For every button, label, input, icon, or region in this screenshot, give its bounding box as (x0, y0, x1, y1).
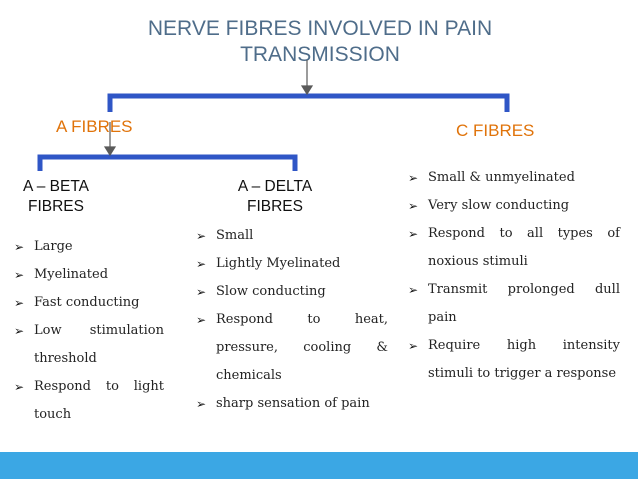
a-beta-label: A – BETA FIBRES (6, 177, 106, 217)
title-arrow-head (300, 85, 314, 96)
list-item: Low stimulation threshold (14, 317, 164, 373)
list-item: Respond to light touch (14, 373, 164, 429)
a-delta-label-line-2: FIBRES (247, 198, 303, 215)
title-line-1: NERVE FIBRES INVOLVED IN PAIN (147, 17, 493, 40)
list-item: Small & unmyelinated (408, 164, 620, 192)
list-item: Respond to all types of noxious stimuli (408, 220, 620, 276)
a-fibres-bracket (37, 154, 298, 171)
title-line-2: TRANSMISSION (240, 43, 400, 66)
list-item: Fast conducting (14, 289, 164, 317)
a-beta-label-line-1: A – BETA (22, 178, 90, 195)
a-fibres-heading: A FIBRES (56, 117, 133, 136)
c-fibres-bullets: Small & unmyelinated Very slow conductin… (408, 164, 620, 388)
footer-bar (0, 452, 638, 479)
a-delta-label: A – DELTA FIBRES (220, 177, 330, 217)
list-item: Myelinated (14, 261, 164, 289)
a-delta-label-line-1: A – DELTA (237, 178, 313, 195)
a-delta-bullets: Small Lightly Myelinated Slow conducting… (196, 222, 388, 418)
top-level-bracket (107, 93, 510, 112)
list-item: Large (14, 233, 164, 261)
list-item: Small (196, 222, 388, 250)
list-item: Transmit prolonged dull pain (408, 276, 620, 332)
list-item: Respond to heat, pressure, cooling & che… (196, 306, 388, 390)
c-fibres-heading: C FIBRES (456, 121, 535, 140)
list-item: Lightly Myelinated (196, 250, 388, 278)
a-beta-bullets: Large Myelinated Fast conducting Low sti… (14, 233, 164, 429)
a-fibres-arrow-head (103, 146, 117, 157)
list-item: Require high intensity stimuli to trigge… (408, 332, 620, 388)
slide-title: NERVE FIBRES INVOLVED IN PAIN TRANSMISSI… (60, 16, 580, 68)
a-beta-label-line-2: FIBRES (28, 198, 84, 215)
list-item: Slow conducting (196, 278, 388, 306)
list-item: Very slow conducting (408, 192, 620, 220)
list-item: sharp sensation of pain (196, 390, 388, 418)
